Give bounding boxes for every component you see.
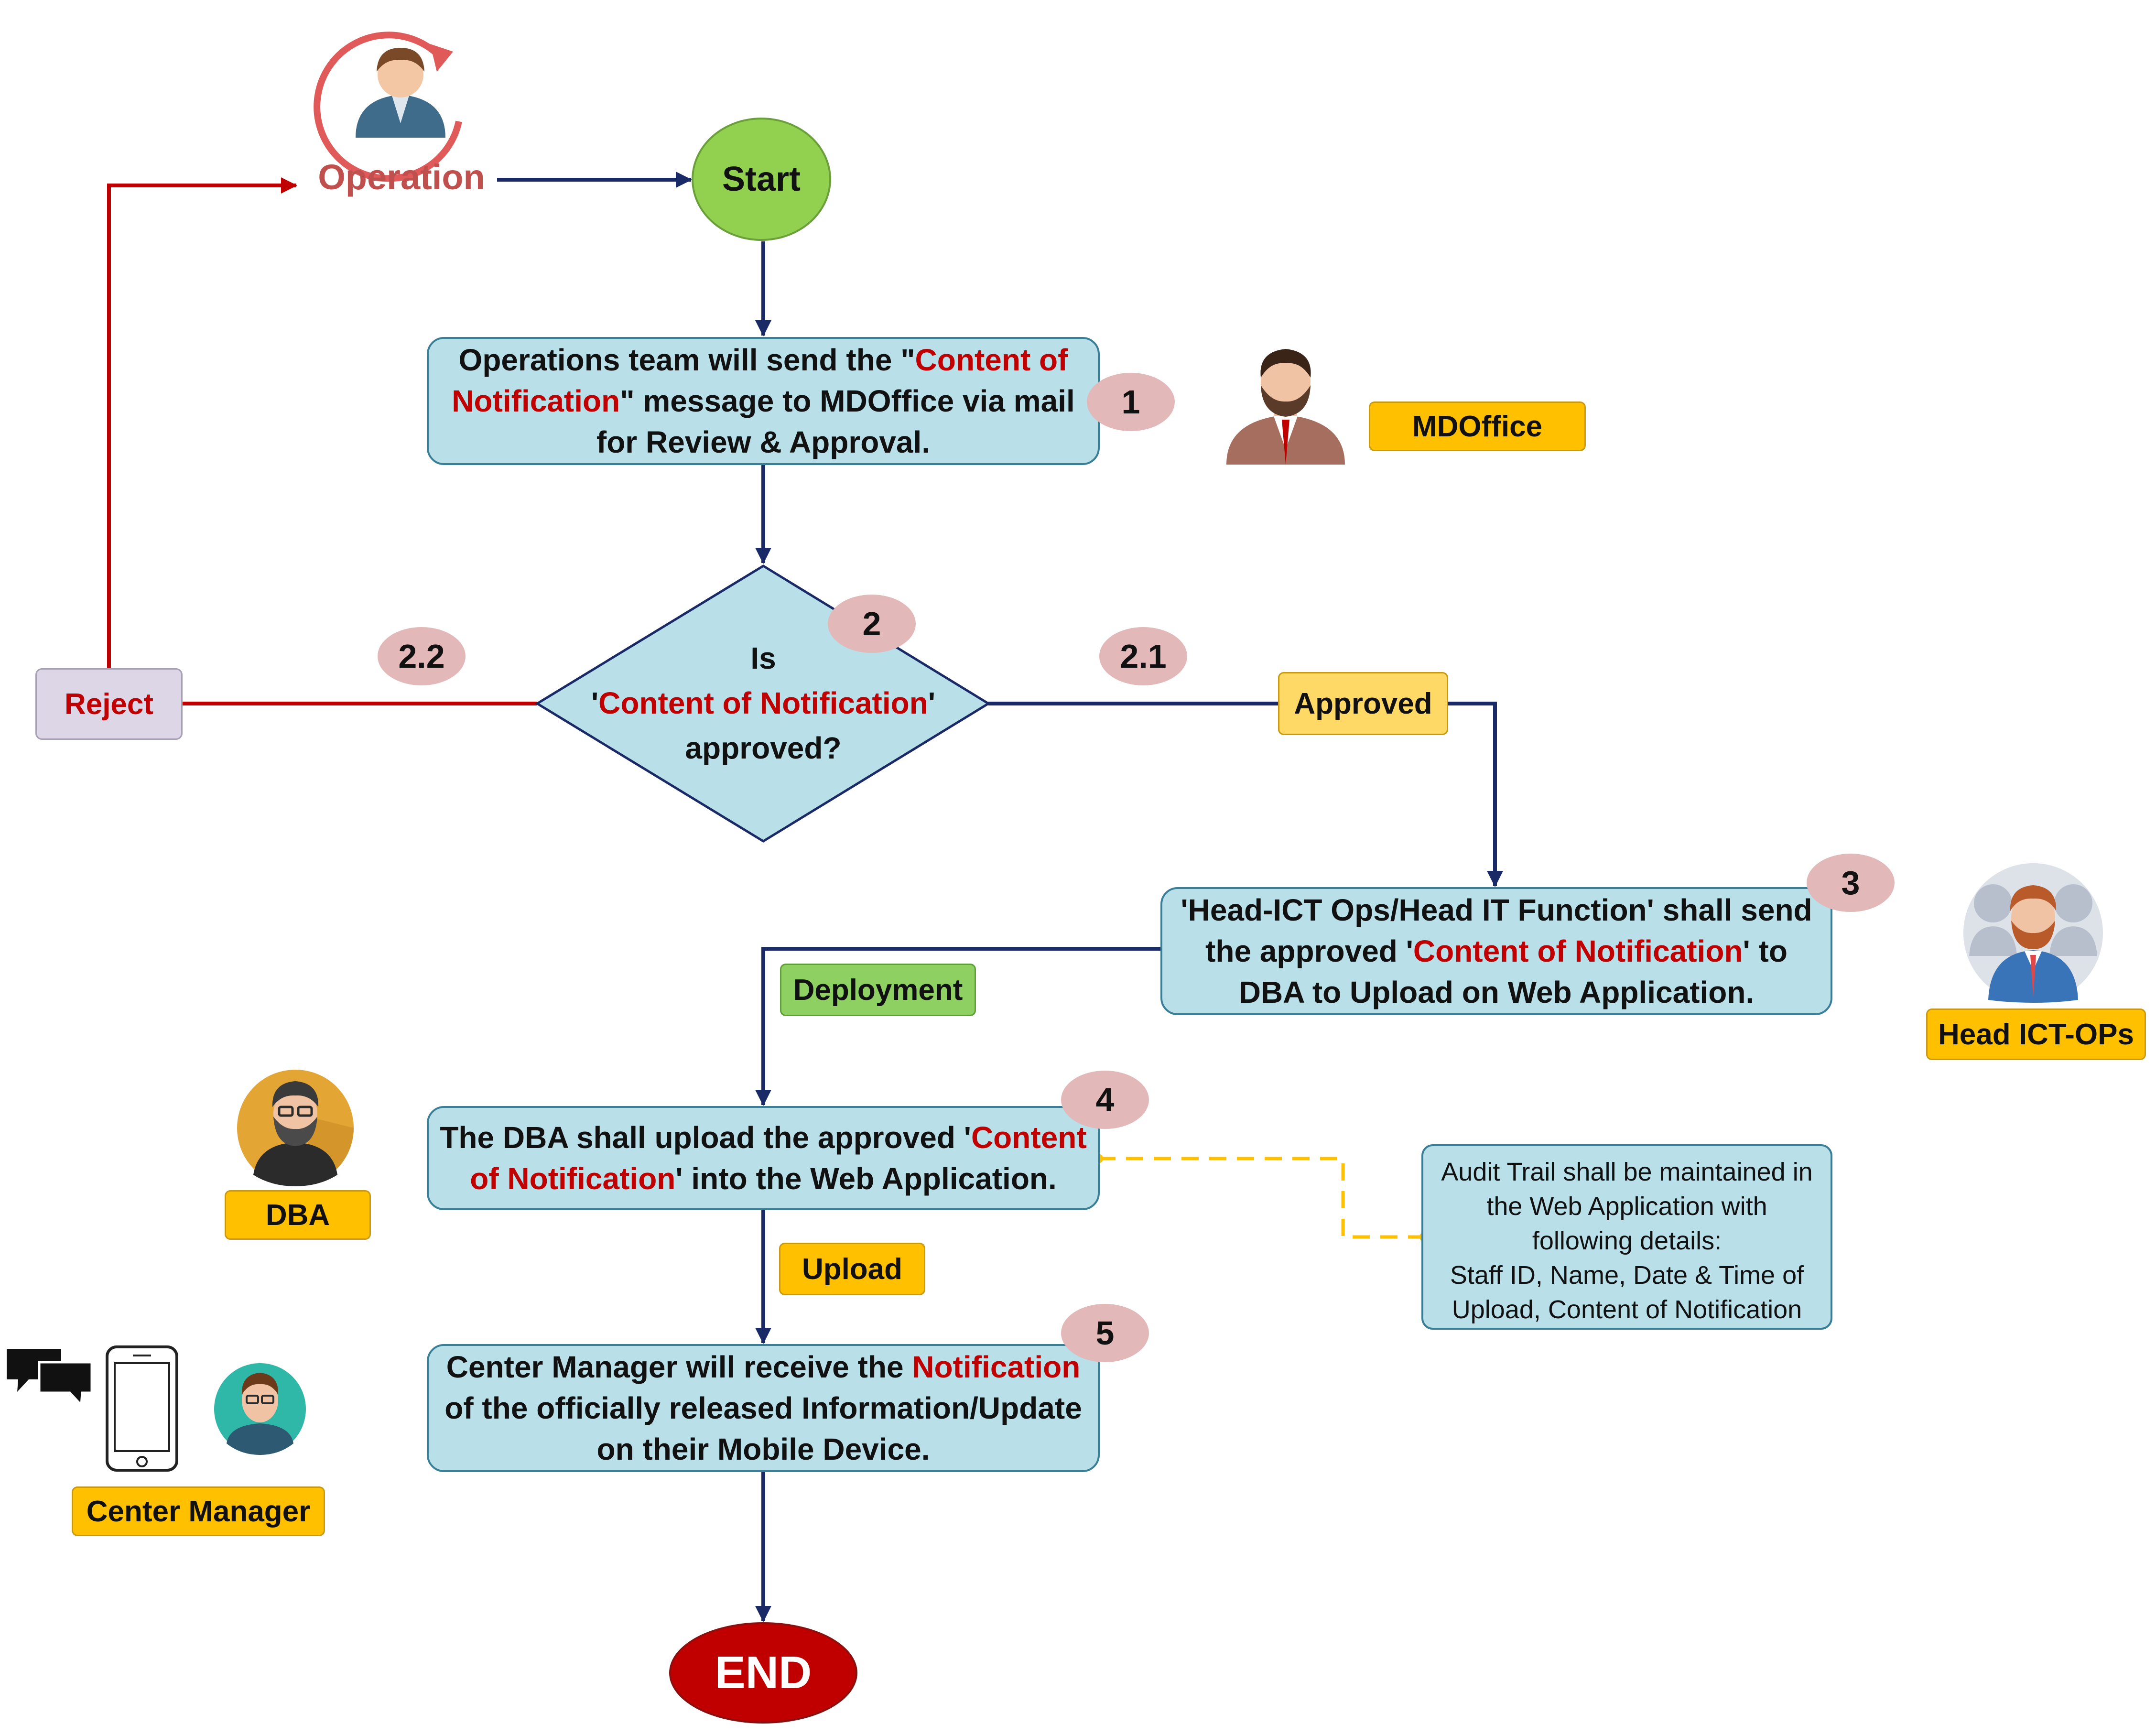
step5-box: Center Manager will receive the Notifica…: [427, 1344, 1100, 1472]
arrow-reject-to-operation: [107, 177, 297, 669]
step1-text: Operations team will send the "Content o…: [452, 343, 1075, 459]
approve-branch-badge: 2.1: [1099, 627, 1187, 685]
mdoffice-avatar-icon: [1226, 349, 1345, 465]
operation-label: Operation: [318, 157, 485, 197]
upload-label: Upload: [779, 1243, 925, 1295]
audit-line: Upload, Content of Notification: [1452, 1295, 1802, 1324]
start-label: Start: [722, 160, 801, 198]
approved-label: Approved: [1278, 672, 1448, 735]
end-node: END: [669, 1622, 857, 1724]
deployment-label: Deployment: [780, 964, 976, 1016]
head-ict-avatar-icon: [1963, 863, 2103, 1003]
role-center-manager: Center Manager: [72, 1486, 325, 1536]
audit-line: following details:: [1532, 1226, 1722, 1255]
decision-badge: 2: [828, 595, 916, 653]
arrow-step3-to-step4: [755, 947, 1160, 1106]
chat-bubbles-icon: [7, 1349, 93, 1408]
audit-line: Staff ID, Name, Date & Time of: [1450, 1261, 1804, 1290]
audit-line: the Web Application with: [1486, 1192, 1767, 1221]
step5-highlight: Notification: [912, 1350, 1081, 1384]
step1-badge: 1: [1087, 373, 1175, 431]
step3-text: 'Head-ICT Ops/Head IT Function' shall se…: [1181, 893, 1812, 1009]
step3-highlight: Content of Notification: [1413, 934, 1743, 968]
step1-highlight: Content of Notification: [452, 343, 1068, 418]
arrow-decision-to-step3: [988, 702, 1503, 887]
step1-box: Operations team will send the "Content o…: [427, 337, 1100, 465]
audit-line: Audit Trail shall be maintained in: [1441, 1158, 1813, 1186]
role-head-ict: Head ICT-OPs: [1926, 1008, 2146, 1060]
center-manager-avatar-icon: [214, 1363, 306, 1455]
step4-badge: 4: [1061, 1071, 1149, 1129]
start-node: Start: [692, 118, 831, 241]
decision-text: Is 'Content of Notification' approved?: [591, 641, 936, 765]
step5-text: Center Manager will receive the Notifica…: [444, 1350, 1082, 1466]
step4-highlight: Content of Notification: [470, 1120, 1087, 1196]
mobile-phone-icon: [106, 1345, 178, 1472]
operation-icon: [314, 32, 462, 182]
decision-highlight: Content of Notification: [598, 686, 928, 720]
end-label: END: [715, 1647, 812, 1698]
role-mdoffice: MDOffice: [1369, 401, 1586, 451]
step5-badge: 5: [1061, 1304, 1149, 1362]
reject-branch-badge: 2.2: [378, 627, 466, 685]
audit-trail-link: [1098, 1157, 1424, 1239]
role-dba: DBA: [225, 1190, 371, 1240]
step3-box: 'Head-ICT Ops/Head IT Function' shall se…: [1160, 887, 1832, 1015]
step4-text: The DBA shall upload the approved 'Conte…: [440, 1120, 1087, 1196]
step3-badge: 3: [1807, 854, 1895, 912]
dba-avatar-icon: [237, 1070, 354, 1186]
step4-box: The DBA shall upload the approved 'Conte…: [427, 1106, 1100, 1210]
reject-label: Reject: [35, 668, 183, 740]
audit-trail-note: Audit Trail shall be maintained in the W…: [1421, 1144, 1832, 1330]
